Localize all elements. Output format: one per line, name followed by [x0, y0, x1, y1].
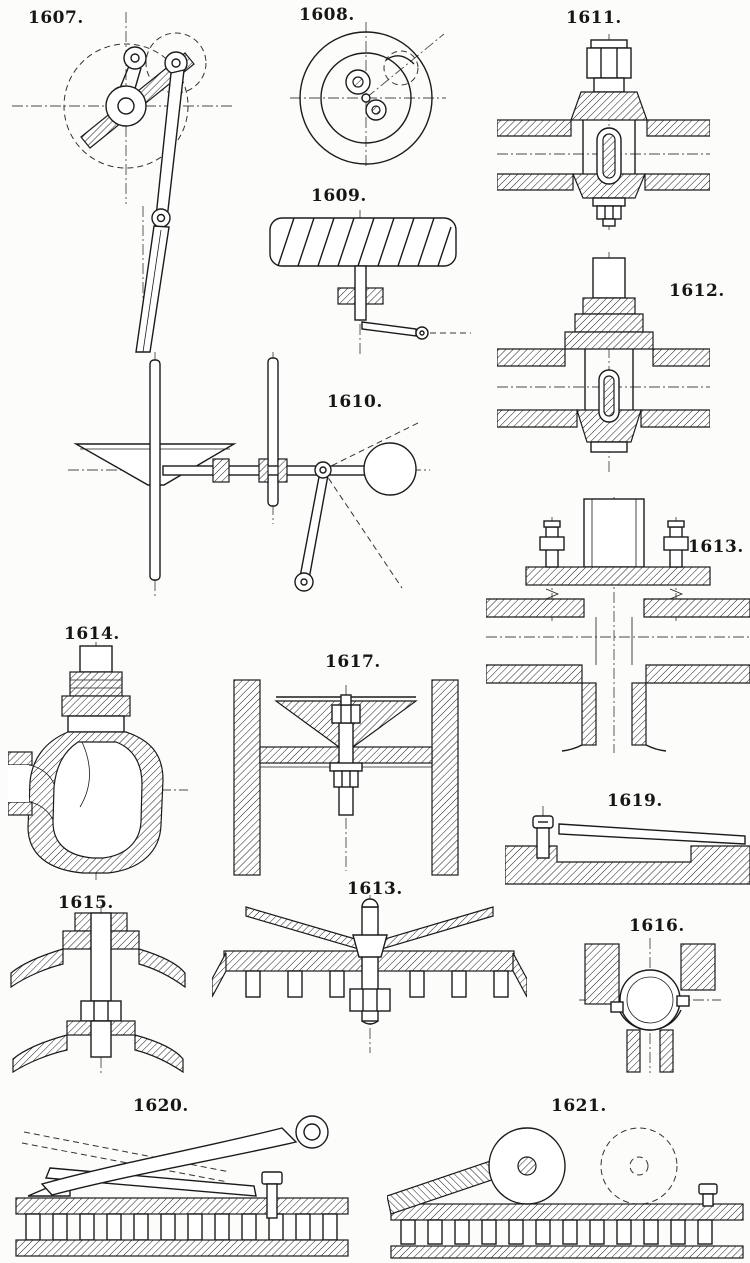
figure-label-1610: 1610.	[327, 392, 383, 412]
figure-label-1616: 1616.	[629, 916, 685, 936]
figure-label-1612: 1612.	[669, 281, 725, 301]
figure-label-1619: 1619.	[607, 791, 663, 811]
figure-1621-drawing	[387, 1100, 747, 1260]
figure-1611-drawing	[497, 32, 710, 232]
figure-label-1608: 1608.	[299, 5, 355, 25]
figure-label-1614: 1614.	[64, 624, 120, 644]
figure-1610-drawing	[68, 352, 430, 614]
figure-label-1617: 1617.	[325, 652, 381, 672]
figure-1617-drawing	[232, 655, 460, 877]
figure-label-1621: 1621.	[551, 1096, 607, 1116]
figure-label-1613: 1613.	[688, 537, 744, 557]
figure-1607-drawing	[8, 6, 238, 354]
figure-label-1611: 1611.	[566, 8, 622, 28]
figure-1612-drawing	[497, 252, 710, 474]
figure-label-1615: 1615.	[58, 893, 114, 913]
figure-1616-drawing	[577, 938, 723, 1073]
figure-1620-drawing	[12, 1098, 352, 1260]
figure-1619-drawing	[505, 800, 750, 885]
figure-label-1607: 1607.	[28, 8, 84, 28]
figure-label-1609: 1609.	[311, 186, 367, 206]
figure-label-1620: 1620.	[133, 1096, 189, 1116]
figure-1614-drawing	[8, 642, 188, 880]
figure-1613-drawing	[486, 497, 750, 753]
figure-1608-drawing	[288, 18, 448, 168]
figure-1618-drawing	[212, 895, 527, 1053]
figure-1609-drawing	[258, 208, 473, 358]
figure-label-1618: 1613.	[347, 879, 403, 899]
figure-1615-drawing	[5, 905, 190, 1073]
